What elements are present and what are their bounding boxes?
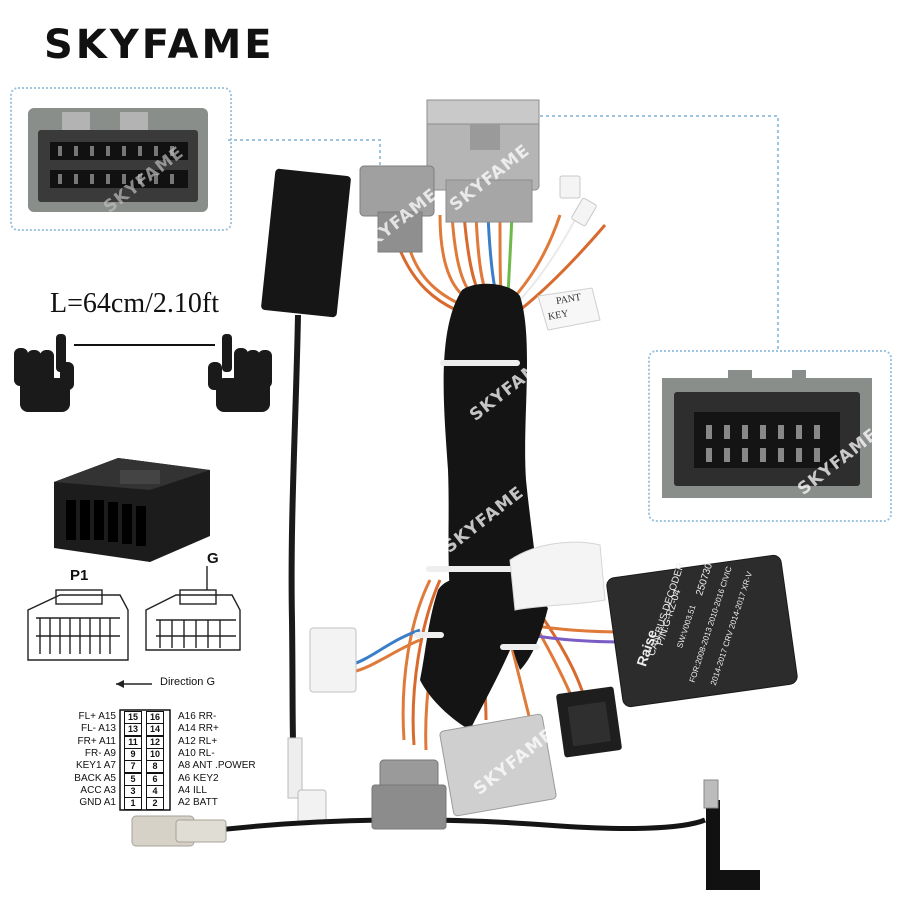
main-connector-top <box>426 99 540 223</box>
plug-diagrams <box>27 566 241 661</box>
pinout-left-row: GND A1 <box>79 797 116 809</box>
pin-number-cell: 13 <box>124 723 142 737</box>
small-white-plug <box>559 175 597 227</box>
pinout-left-row: KEY1 A7 <box>75 760 116 772</box>
white-side-plug <box>309 627 357 693</box>
aux-cable <box>261 168 351 825</box>
wire-tag <box>537 287 601 331</box>
pin-number-cell: 12 <box>146 735 164 749</box>
bottom-connector-left <box>371 759 447 830</box>
pin-number-cell: 11 <box>124 735 142 749</box>
pinout-left-row: FR- A9 <box>84 747 116 759</box>
pin-number-cell: 1 <box>124 797 142 811</box>
pin-number-cell: 6 <box>146 772 164 786</box>
pin-number-cell: 4 <box>146 784 164 798</box>
female-connector-frame <box>10 87 232 231</box>
length-label: L=64cm/2.10ft <box>50 288 219 319</box>
direction-label: Direction G <box>160 676 216 688</box>
pinout-right-row: A8 ANT .POWER <box>178 760 256 772</box>
left-hand-icon <box>14 334 74 412</box>
right-hand-icon <box>208 334 272 412</box>
pinout-right-row: A10 RL- <box>178 747 215 759</box>
pinout-left-row: FL+ A15 <box>78 711 116 722</box>
canbus-decoder <box>606 554 798 708</box>
plug-g-label: G <box>207 550 219 567</box>
pinout-right-row: A2 BATT <box>178 797 218 809</box>
pin-number-cell: 9 <box>124 747 142 761</box>
pinout-left-row: FR+ A11 <box>77 735 116 747</box>
pin-number-cell: 14 <box>146 723 164 737</box>
label-sticker <box>509 541 606 611</box>
male-connector-closeup <box>662 370 872 498</box>
female-connector-closeup <box>28 108 208 212</box>
pinout-left-row: FL- A13 <box>80 723 116 735</box>
pin-number-cell: 10 <box>146 747 164 761</box>
braided-sleeve <box>420 283 548 730</box>
bottom-connector-right <box>556 686 622 758</box>
pinout-right-row: A4 ILL <box>178 784 207 796</box>
brand-logo: SKYFAME <box>44 22 275 68</box>
pin-number-cell: 15 <box>124 711 142 724</box>
black-16pin-connector <box>54 458 210 562</box>
pinout-right-row: A12 RL+ <box>178 735 218 747</box>
pinout-right-row: A6 KEY2 <box>178 772 219 784</box>
pinout-left-row: BACK A5 <box>74 772 116 784</box>
plug-p1-label: P1 <box>70 567 89 584</box>
bottom-connector-middle <box>439 713 557 817</box>
pin-number-cell: 7 <box>124 760 142 774</box>
pinout-left-row: ACC A3 <box>80 784 116 796</box>
pinout-right-row: A14 RR+ <box>178 723 219 735</box>
pin-number-cell: 8 <box>146 760 164 774</box>
pinout-right-row: A16 RR- <box>178 711 217 722</box>
male-connector-frame <box>648 350 892 522</box>
pin-number-cell: 2 <box>146 797 164 811</box>
secondary-connector-top <box>359 165 435 253</box>
pin-number-cell: 3 <box>124 784 142 798</box>
pin-number-cell: 5 <box>124 772 142 786</box>
pin-number-cell: 16 <box>146 711 164 724</box>
antenna-cable <box>131 779 760 890</box>
